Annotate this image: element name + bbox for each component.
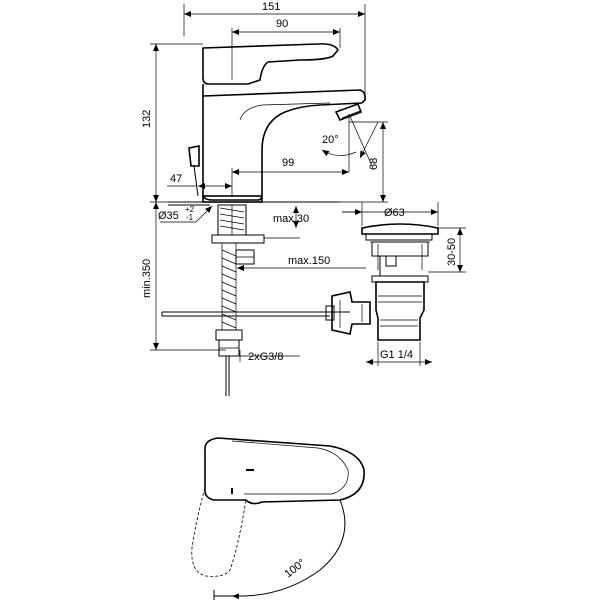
dim-99-label: 99 xyxy=(282,157,294,169)
popup-waste xyxy=(325,223,439,341)
faucet-side-view xyxy=(188,43,366,203)
dim-g114-label: G1 1/4 xyxy=(380,349,413,361)
dim-max-thickness: max.30 xyxy=(264,201,309,239)
dim-151-label: 151 xyxy=(262,1,280,13)
dim-63-label: Ø63 xyxy=(384,207,405,219)
dim-132-label: 132 xyxy=(141,110,153,128)
faucet-base xyxy=(202,195,263,203)
dim-waste-thread: G1 1/4 xyxy=(366,342,432,366)
waste-body xyxy=(375,281,425,341)
rotation-arc xyxy=(231,499,346,600)
lever-handle xyxy=(202,43,339,85)
spout-upper xyxy=(202,89,366,104)
hose-end-fitting xyxy=(215,329,243,341)
dim-hose-connection: 2xG3/8 xyxy=(239,350,300,363)
dim-min350-label: min.350 xyxy=(141,259,153,298)
dim-47-label: 47 xyxy=(170,173,182,185)
dim-35-label: Ø35 xyxy=(158,210,179,222)
dim-lever-reach: 90 xyxy=(231,18,341,80)
lever-rotated-outline xyxy=(191,487,247,577)
dim-35-tol-lower: -1 xyxy=(186,213,194,222)
dim-35-tol-upper: +2 xyxy=(185,205,195,214)
linkage-hub xyxy=(331,291,371,335)
dim-max30-label: max.30 xyxy=(273,213,309,225)
dim-waste-range: 30-50 xyxy=(428,227,466,273)
dim-hole-diameter: Ø35 +2 -1 xyxy=(158,205,213,223)
mounting-assembly xyxy=(161,201,350,396)
mounting-nut xyxy=(211,234,265,244)
dim-20deg-label: 20° xyxy=(322,134,339,146)
dim-3050-label: 30-50 xyxy=(446,238,458,266)
dim-waste-diameter: Ø63 xyxy=(342,202,439,226)
dim-popup-offset: 47 xyxy=(167,173,232,189)
dim-min-height: min.350 xyxy=(141,202,226,351)
lever-top-outline xyxy=(204,437,365,505)
dim-max-flex: max.150 xyxy=(237,255,366,271)
dim-100deg-label: 100° xyxy=(282,557,307,580)
dim-g38-label: 2xG3/8 xyxy=(248,351,283,363)
dim-90-label: 90 xyxy=(276,18,288,30)
faucet-top-view: 100° xyxy=(191,437,365,600)
popup-rod xyxy=(188,145,200,167)
waste-plug xyxy=(361,223,439,235)
dim-max150-label: max.150 xyxy=(288,255,330,267)
aerator xyxy=(334,102,363,122)
dim-spout-projection: 99 xyxy=(231,157,349,196)
dim-68-label: 68 xyxy=(368,158,380,170)
dim-spout-angle: 20° xyxy=(321,113,379,172)
dim-overall-width: 151 xyxy=(183,1,366,96)
faucet-body xyxy=(202,84,363,201)
